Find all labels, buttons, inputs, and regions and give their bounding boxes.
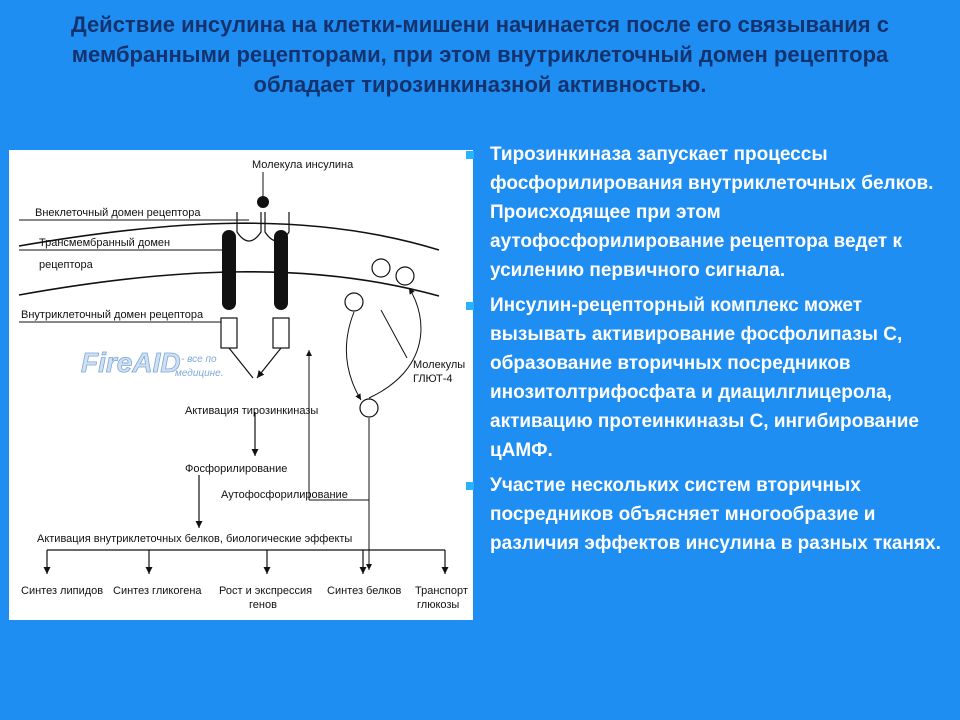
insulin-molecule-dot xyxy=(257,196,269,208)
diagram-svg: Молекула инсулина Внеклеточный домен рец… xyxy=(18,159,468,611)
bullet-item: Участие нескольких систем вторичных поср… xyxy=(466,471,952,558)
label-intracellular-domain: Внутриклеточный домен рецептора xyxy=(21,309,204,321)
arrow-left-domain xyxy=(228,347,254,379)
slide-title: Действие инсулина на клетки-мишени начин… xyxy=(71,12,889,97)
outcome-label: Синтез белков xyxy=(327,585,401,597)
outcome-label: Синтез гликогена xyxy=(113,585,202,597)
outcome-label-line2: глюкозы xyxy=(417,599,459,611)
bullet-text: Инсулин-рецепторный комплекс может вызыв… xyxy=(490,295,919,461)
label-extracellular-domain: Внеклеточный домен рецептора xyxy=(35,207,201,219)
glut4-circle-membrane-2 xyxy=(371,258,391,278)
transmembrane-bar-right xyxy=(274,230,288,310)
outcome-label: Синтез липидов xyxy=(21,585,103,597)
label-autophosphorylation: Аутофосфорилирование xyxy=(221,489,348,501)
bullet-item: Инсулин-рецепторный комплекс может вызыв… xyxy=(466,291,952,465)
bullet-square-icon xyxy=(466,482,474,490)
intracellular-box-right xyxy=(272,317,290,349)
arrow-right-domain xyxy=(256,347,282,379)
glut4-circle-membrane-1 xyxy=(344,292,364,312)
label-glut4-line2: ГЛЮТ-4 xyxy=(413,373,453,385)
glut4-internalization-arrow xyxy=(346,311,362,401)
label-phosphorylation: Фосфорилирование xyxy=(185,463,287,475)
glut4-label-pointer xyxy=(380,309,408,359)
bullet-text: Тирозинкиназа запускает процессы фосфори… xyxy=(490,144,934,281)
glut4-circle-cytosol xyxy=(359,398,379,418)
watermark-tagline-1: - все по xyxy=(181,354,217,365)
bullet-square-icon xyxy=(466,151,474,159)
transmembrane-bar-left xyxy=(222,230,236,310)
label-glut4-line1: Молекулы xyxy=(413,359,465,371)
bullet-square-icon xyxy=(466,302,474,310)
label-tyrosine-kinase-activation: Активация тирозинкиназы xyxy=(185,405,318,417)
glut4-circle-membrane-3 xyxy=(395,266,415,286)
bullet-list: Тирозинкиназа запускает процессы фосфори… xyxy=(466,140,952,564)
bullet-item: Тирозинкиназа запускает процессы фосфори… xyxy=(466,140,952,285)
watermark-tagline-2: медицине. xyxy=(175,368,224,379)
membrane-inner-line xyxy=(18,271,440,297)
label-activation-effects: Активация внутриклеточных белков, биолог… xyxy=(37,533,352,545)
label-transmembrane-domain-1: Трансмембранный домен xyxy=(39,237,170,249)
outcome-label: Транспорт xyxy=(415,585,468,597)
intracellular-box-left xyxy=(220,317,238,349)
outcome-label: Рост и экспрессия xyxy=(219,585,312,597)
insulin-receptor-diagram: Молекула инсулина Внеклеточный домен рец… xyxy=(9,150,473,620)
bullet-text: Участие нескольких систем вторичных поср… xyxy=(490,475,941,554)
receptor-alpha-left xyxy=(236,212,262,242)
outcome-label-line2: генов xyxy=(249,599,277,611)
watermark-logo: FireAID xyxy=(81,347,181,378)
glut4-cycle-arrow xyxy=(368,287,422,399)
label-transmembrane-domain-2: рецептора xyxy=(39,259,94,271)
label-insulin-molecule: Молекула инсулина xyxy=(252,159,354,171)
